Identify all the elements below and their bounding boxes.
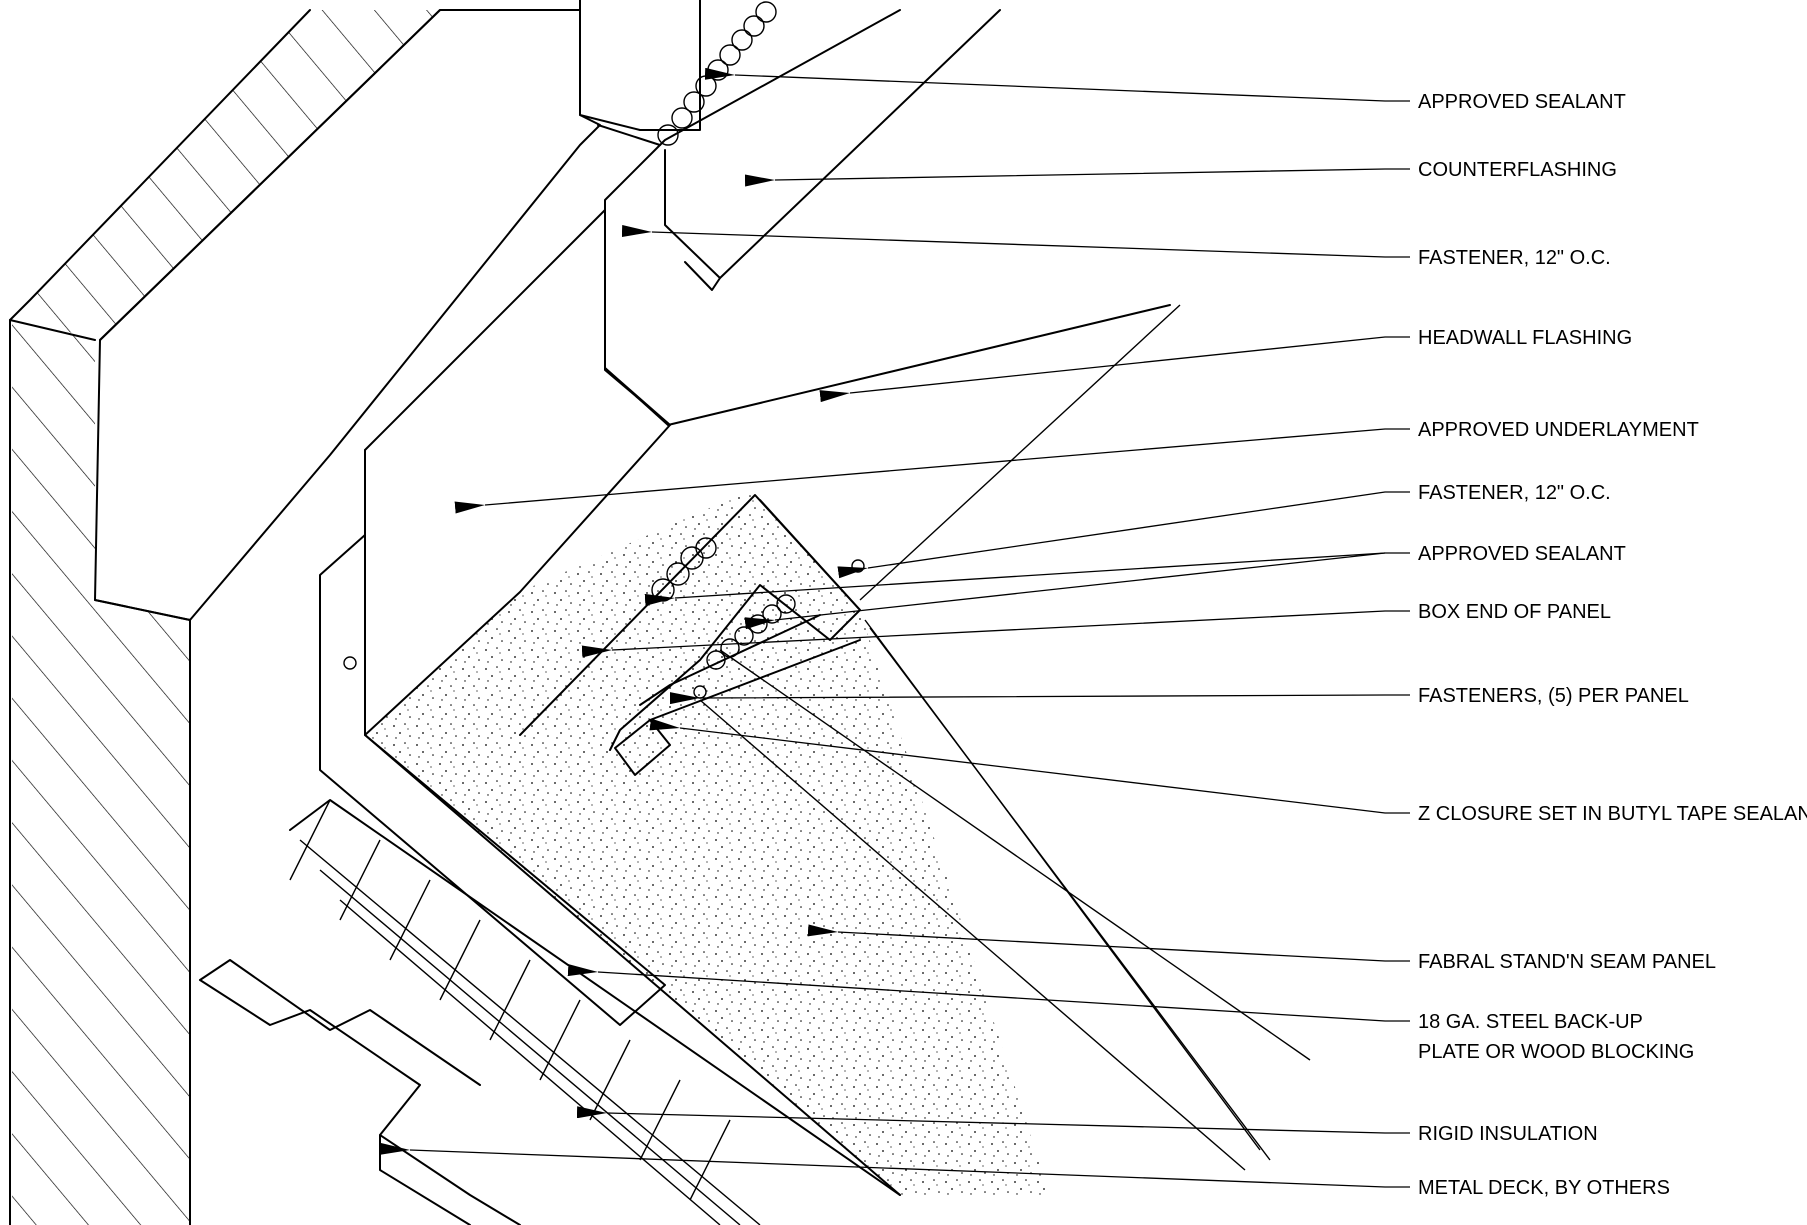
label-backup-plate-line2: PLATE OR WOOD BLOCKING	[1418, 1041, 1694, 1063]
label-fastener-top: FASTENER, 12" O.C.	[1418, 247, 1611, 269]
leader-metal-deck	[379, 1142, 1410, 1188]
leader-approved-underlayment	[454, 428, 1410, 514]
label-rigid-insulation: RIGID INSULATION	[1418, 1123, 1598, 1145]
label-approved-sealant-top: APPROVED SEALANT	[1418, 91, 1626, 113]
leader-backup-plate	[567, 964, 1410, 1022]
counterflashing-part	[597, 9, 1001, 291]
leader-sealant-b	[744, 552, 1386, 630]
label-counterflashing: COUNTERFLASHING	[1418, 159, 1617, 181]
leader-rigid-insulation	[576, 1106, 1410, 1134]
label-fasteners-5-per-panel: FASTENERS, (5) PER PANEL	[1418, 685, 1689, 707]
leader-lines	[379, 67, 1410, 1188]
rigid-insulation-part	[289, 799, 901, 1225]
concrete-parapet	[94, 9, 601, 621]
label-fabral-panel: FABRAL STAND'N SEAM PANEL	[1418, 951, 1716, 973]
label-fastener-mid: FASTENER, 12" O.C.	[1418, 482, 1611, 504]
wood-blocking	[319, 534, 666, 1026]
leader-counterflashing	[744, 168, 1410, 187]
label-z-closure: Z CLOSURE SET IN BUTYL TAPE SEALANT	[1418, 803, 1807, 825]
metal-deck-part	[199, 959, 521, 1225]
label-approved-sealant-mid: APPROVED SEALANT	[1418, 543, 1626, 565]
callout-labels: APPROVED SEALANT COUNTERFLASHING FASTENE…	[1418, 91, 1807, 1199]
label-backup-plate-line1: 18 GA. STEEL BACK-UP	[1418, 1011, 1643, 1033]
leader-box-end	[581, 610, 1410, 658]
label-box-end-of-panel: BOX END OF PANEL	[1418, 601, 1611, 623]
label-metal-deck: METAL DECK, BY OTHERS	[1418, 1177, 1670, 1199]
existing-wall	[9, 9, 441, 1225]
leader-fabral-panel	[807, 924, 1410, 962]
sealant-beads-top	[657, 1, 777, 146]
leader-approved-sealant-top	[704, 67, 1410, 102]
leader-fastener-top	[621, 224, 1410, 258]
panel-seams	[699, 304, 1311, 1171]
label-approved-underlayment: APPROVED UNDERLAYMENT	[1418, 419, 1699, 441]
leader-z-closure	[649, 718, 1410, 814]
label-headwall-flashing: HEADWALL FLASHING	[1418, 327, 1632, 349]
leader-headwall-flashing	[819, 336, 1410, 403]
headwall-flashing-part	[604, 144, 1171, 426]
leader-fasteners-5	[669, 692, 1410, 705]
leader-fastener-mid	[837, 491, 1410, 579]
reglet-block	[579, 0, 701, 131]
